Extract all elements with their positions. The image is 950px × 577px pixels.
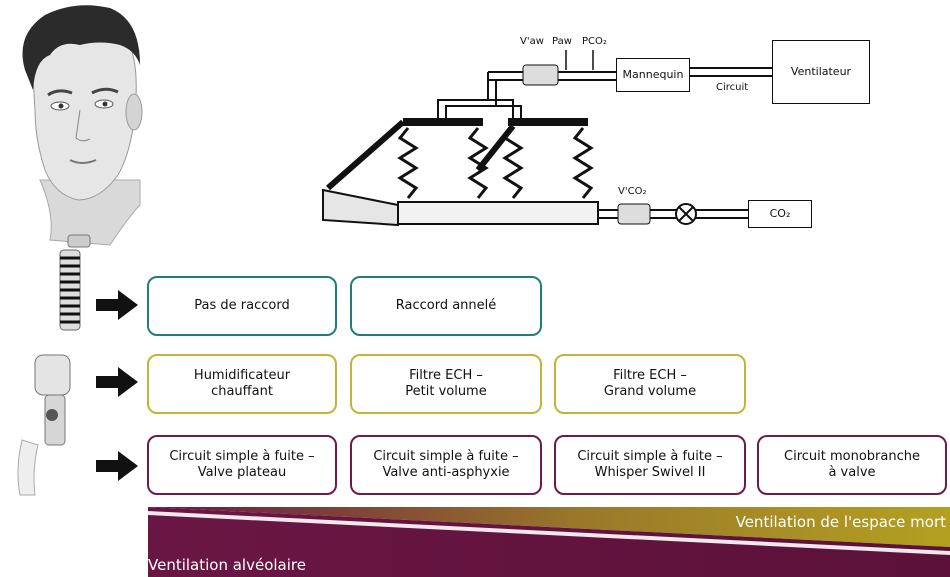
mannequin-box: Mannequin	[616, 58, 690, 92]
option-filtre-ech-grand: Filtre ECH – Grand volume	[554, 354, 746, 414]
ventilation-bands	[148, 507, 950, 577]
option-filtre-ech-petit: Filtre ECH – Petit volume	[350, 354, 542, 414]
option-whisper-swivel: Circuit simple à fuite – Whisper Swivel …	[554, 435, 746, 495]
option-circuit-monobranche: Circuit monobranche à valve	[757, 435, 947, 495]
option-raccord-annele: Raccord annelé	[350, 276, 542, 336]
circuit-label: Circuit	[716, 82, 749, 93]
option-humidificateur-chauffant: Humidificateur chauffant	[147, 354, 337, 414]
arrow-right-icon	[96, 451, 138, 481]
sensor-paw-label: Paw	[552, 36, 572, 47]
option-valve-anti-asphyxie: Circuit simple à fuite – Valve anti-asph…	[350, 435, 542, 495]
option-valve-plateau: Circuit simple à fuite – Valve plateau	[147, 435, 337, 495]
dead-space-label: Ventilation de l'espace mort	[735, 513, 946, 531]
arrow-right-icon	[96, 290, 138, 320]
sensor-vco2-label: V'CO₂	[618, 186, 647, 197]
sensor-vaw-label: V'aw	[520, 36, 544, 47]
patient-head-illustration	[17, 5, 143, 496]
sensor-pco2-label: PCO₂	[582, 36, 607, 47]
bench-setup-diagram	[322, 50, 773, 227]
arrow-right-icon	[96, 367, 138, 397]
ventilateur-box: Ventilateur	[772, 40, 870, 104]
co2-box: CO₂	[748, 200, 812, 228]
alveolar-label: Ventilation alvéolaire	[148, 556, 306, 574]
option-pas-de-raccord: Pas de raccord	[147, 276, 337, 336]
